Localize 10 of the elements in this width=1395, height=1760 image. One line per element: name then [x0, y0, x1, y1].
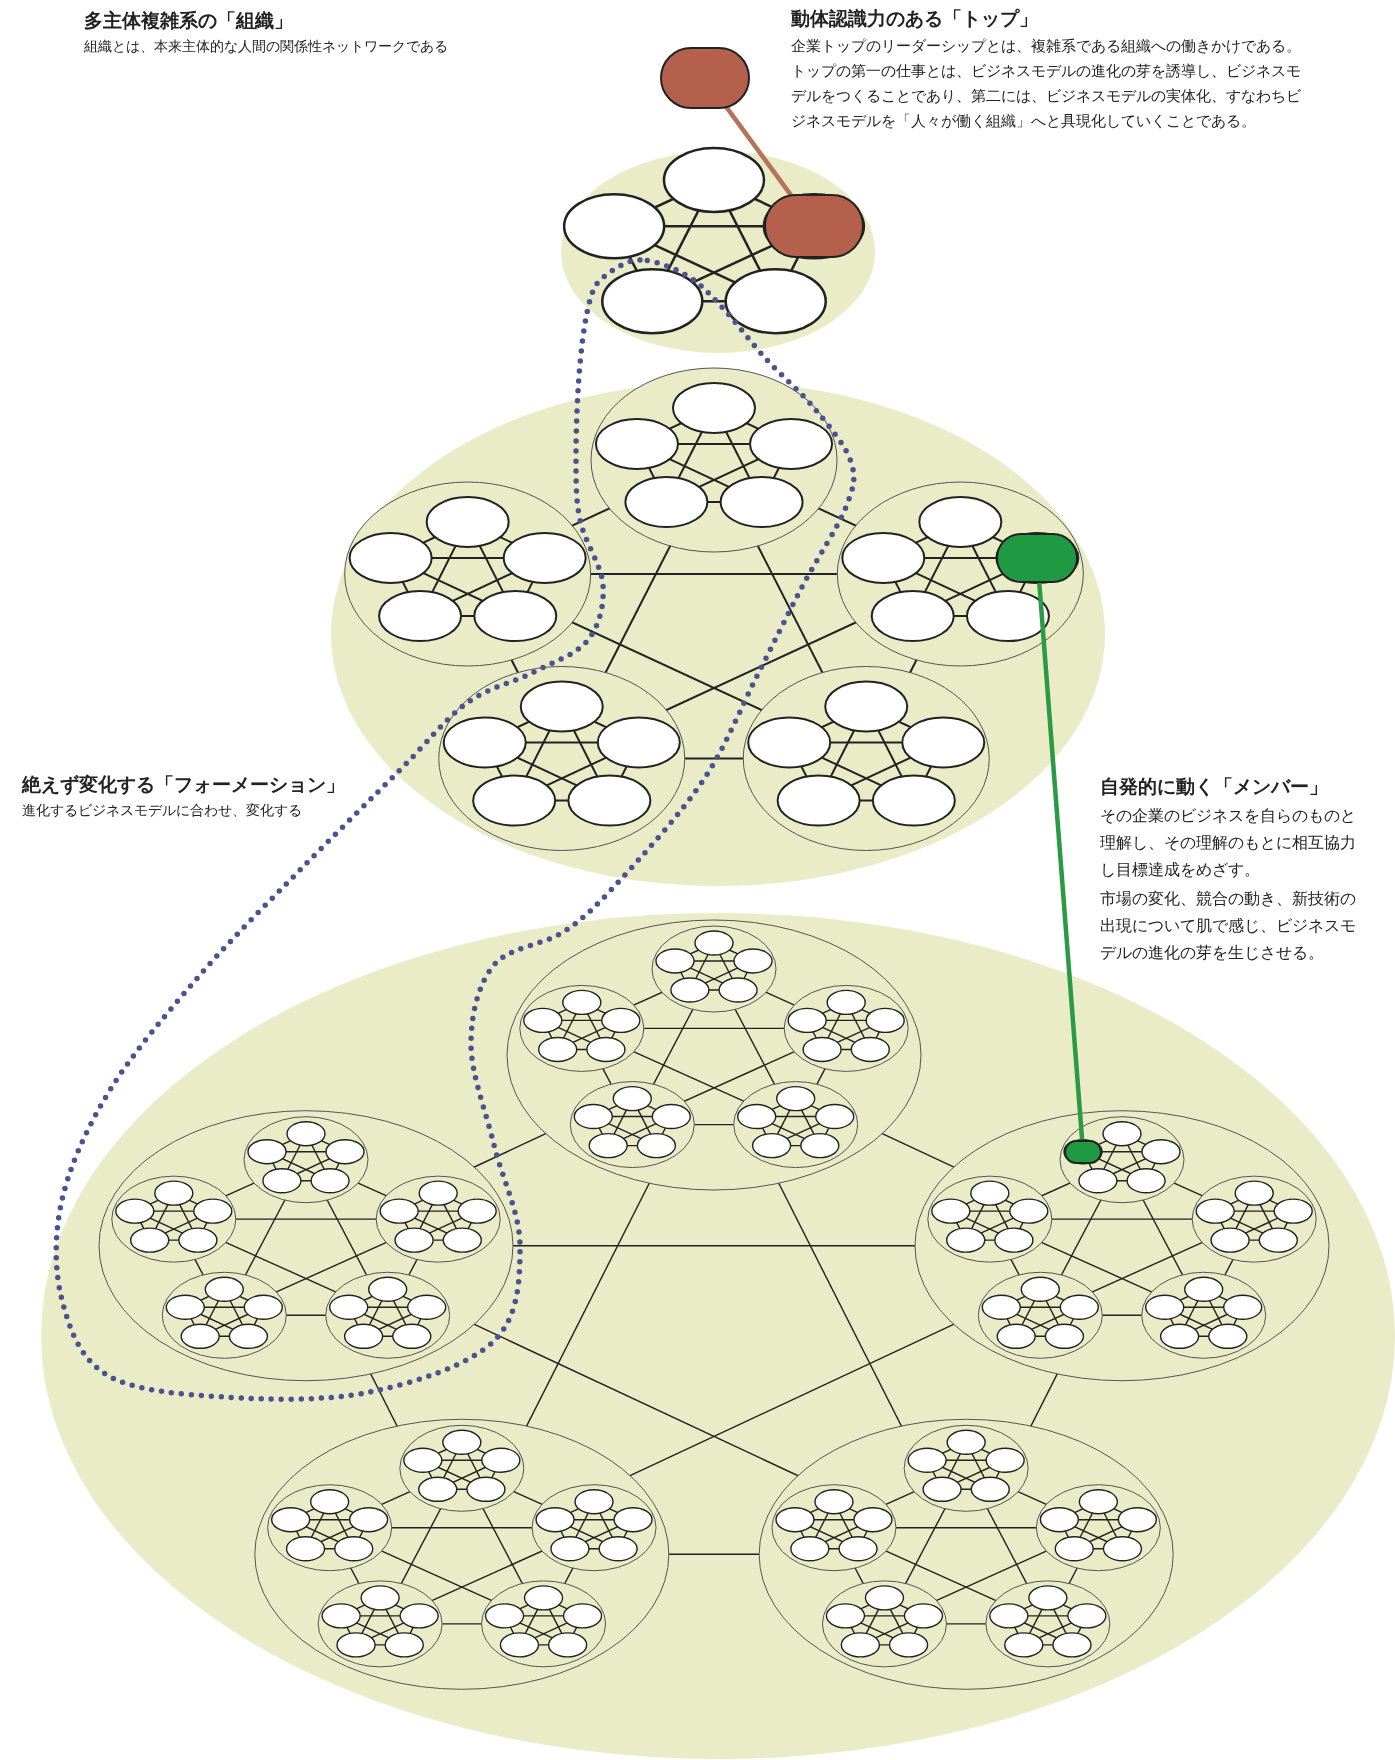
heading: 自発的に動く「メンバー」	[1100, 774, 1329, 799]
description-text: 市場の変化、競合の動き、新技術の出現について肌で感じ、ビジネスモデルの進化の芽を生じさせる。	[1100, 888, 1357, 964]
leader-line	[1037, 582, 1085, 1140]
description-text: その企業のビジネスを自らのものと理解し、その理解のもとに相互協力し目標達成をめざす。	[1100, 805, 1357, 881]
heading: 多主体複雑系の「組織」	[84, 8, 294, 33]
description-text: 組織とは、本来主体的な人間の関係性ネットワークである	[84, 37, 449, 56]
heading: 絶えず変化する「フォーメーション」	[22, 772, 346, 797]
description-text: 企業トップのリーダーシップとは、複雑系である組織への働きかけである。トップの第一の仕事とは、ビジネスモデルの進化の芽を誘導し、ビジネスモデルをつくることであり、第二には、ビジネスモデルの実体化、すなわちビジネスモデルを「人々が働く組織」へと具現化していくことである。	[791, 37, 1302, 131]
heading: 動体認識力のある「トップ」	[791, 6, 1039, 31]
description-text: 進化するビジネスモデルに合わせ、変化する	[22, 801, 303, 820]
